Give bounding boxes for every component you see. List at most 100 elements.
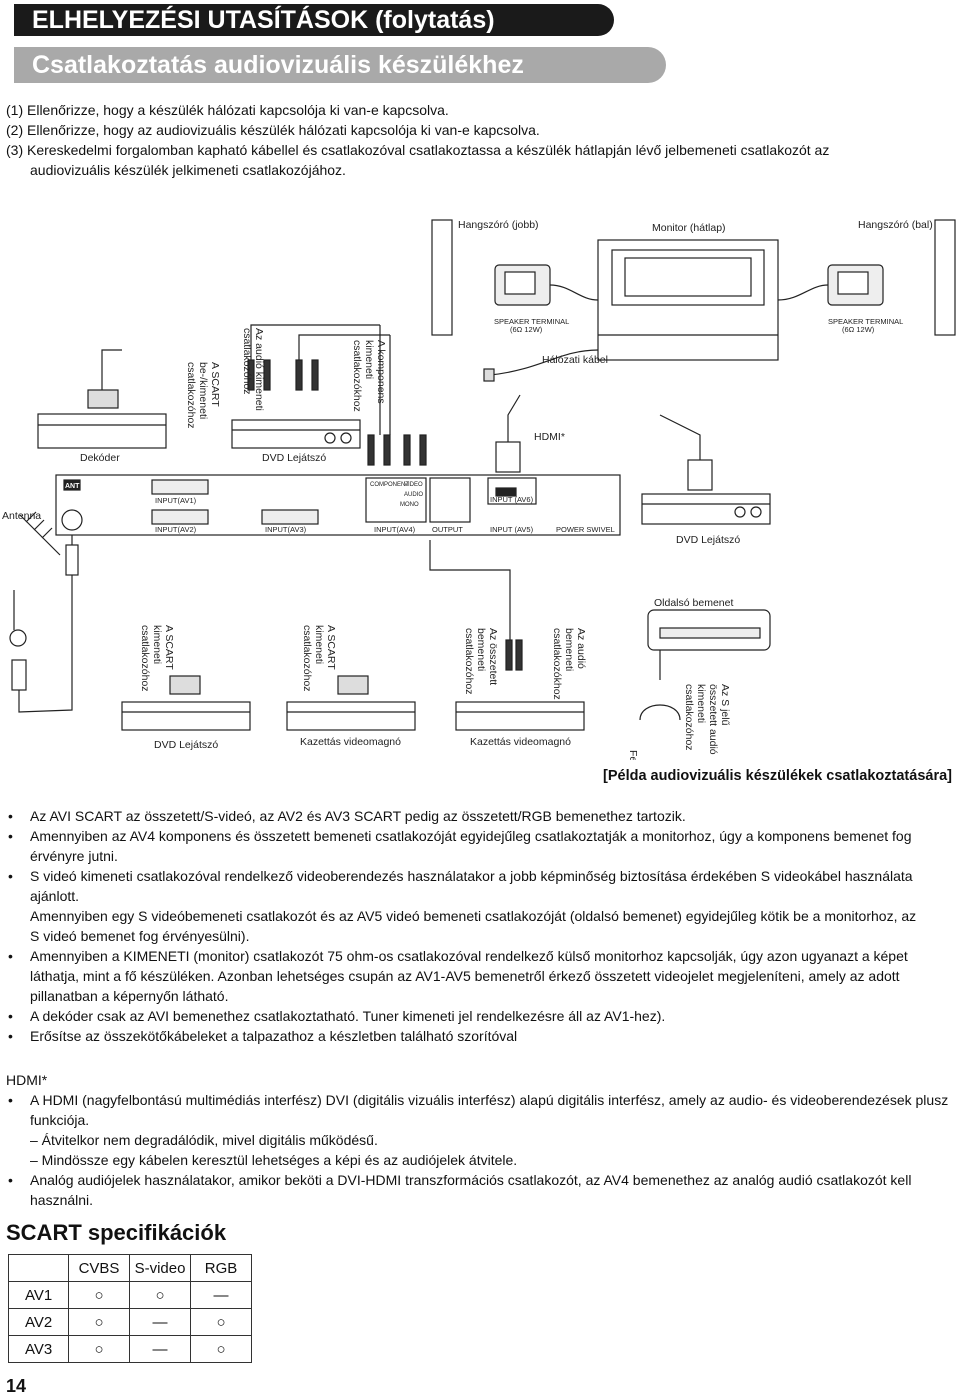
vcr-2 xyxy=(455,701,585,731)
table-header-cell xyxy=(8,1254,69,1282)
section-subtitle: Csatlakoztatás audiovizuális készülékhez xyxy=(14,47,666,83)
note-5: A dekóder csak az AVI bemenethez csatlak… xyxy=(6,1006,950,1026)
label-speaker-terminal-left: SPEAKER TERMINAL xyxy=(828,317,903,326)
table-header-cell: RGB xyxy=(190,1254,252,1282)
section-title: ELHELYEZÉSI UTASÍTÁSOK (folytatás) xyxy=(14,4,614,36)
label-scart-out-2-2: kimeneti xyxy=(313,625,325,664)
label-scart-out-1-3: csatlakozóhoz xyxy=(139,625,151,692)
label-hdmi: HDMI* xyxy=(534,431,565,443)
label-scart-out-2-3: csatlakozóhoz xyxy=(301,625,313,692)
label-scart-out-1-2: kimeneti xyxy=(151,625,163,664)
step-3-cont: audiovizuális készülék jelkimeneti csatl… xyxy=(30,162,346,178)
label-audio-in-3: csatlakozókhoz xyxy=(551,628,563,700)
note-3-extra: Amennyiben egy S videóbemeneti csatlakoz… xyxy=(30,908,917,924)
label-mono: MONO xyxy=(400,502,419,508)
label-input-av4: INPUT(AV4) xyxy=(374,525,416,534)
dvd-player-top xyxy=(231,419,361,449)
hdmi-sub-2: – Mindössze egy kábelen keresztül lehets… xyxy=(30,1152,518,1168)
speaker-left xyxy=(934,219,956,336)
diagram-caption: [Példa audiovizuális készülékek csatlako… xyxy=(603,768,952,784)
decoder-device xyxy=(37,413,167,449)
label-composite-in-3: csatlakozóhoz xyxy=(463,628,475,695)
hdmi-sub-1: – Átvitelkor nem degradálódik, mivel dig… xyxy=(30,1132,378,1148)
dvd-player-bottom xyxy=(121,701,251,731)
scart-spec-table: CVBS S-video RGB AV1 ○ ○ — AV2 ○ — ○ AV3… xyxy=(8,1254,252,1363)
note-2-cont: érvényre jutni. xyxy=(30,848,118,864)
label-headphone: Fejhallgató xyxy=(627,750,639,760)
table-cell: — xyxy=(129,1308,191,1336)
table-cell: — xyxy=(129,1335,191,1363)
label-input-av5: INPUT (AV5) xyxy=(490,525,534,534)
av6-hdmi-port xyxy=(495,487,517,497)
label-component: COMPONENT xyxy=(370,482,409,488)
label-component-out-3: csatlakozókhoz xyxy=(351,340,363,412)
label-audio-out-2: csatlakozóhoz xyxy=(241,328,253,395)
label-dvd-top: DVD Lejátszó xyxy=(262,452,326,464)
instruction-steps: (1) Ellenőrizze, hogy a készülék hálózat… xyxy=(6,100,946,180)
table-cell: ○ xyxy=(190,1335,252,1363)
connection-diagram: Hangszóró (jobb) Monitor (hátlap) Hangsz… xyxy=(2,219,956,760)
table-cell: ○ xyxy=(68,1335,130,1363)
label-audio-in-1: Az audió xyxy=(575,628,587,669)
table-row: AV2 ○ — ○ xyxy=(8,1308,252,1336)
table-row: AV3 ○ — ○ xyxy=(8,1335,252,1363)
label-dvd-bottom: DVD Lejátszó xyxy=(154,739,218,751)
label-vcr-1: Kazettás videomagnó xyxy=(300,736,401,748)
note-4-cont: láthatja, mint a fő készüléken. Azonban … xyxy=(30,968,900,984)
label-s-out-2: összetett audió xyxy=(707,684,719,755)
label-monitor-back: Monitor (hátlap) xyxy=(652,222,726,234)
label-audio-in-2: bemeneti xyxy=(563,628,575,671)
table-cell: AV3 xyxy=(8,1335,69,1363)
label-speaker-ohm-left: (6Ω 12W) xyxy=(842,325,875,334)
step-1: (1) Ellenőrizze, hogy a készülék hálózat… xyxy=(6,102,449,118)
label-scart-out-2-1: A SCART xyxy=(325,625,337,670)
hdmi-note-2: Analóg audiójelek használatakor, amikor … xyxy=(6,1170,950,1190)
label-ant: ANT xyxy=(65,483,80,490)
label-input-av3: INPUT(AV3) xyxy=(265,525,307,534)
label-scart-io-2: be-/kimeneti xyxy=(197,362,209,419)
table-cell: ○ xyxy=(129,1281,191,1309)
speaker-right xyxy=(431,219,453,336)
table-cell: ○ xyxy=(190,1308,252,1336)
vcr-1 xyxy=(286,701,416,731)
note-4: Amennyiben a KIMENETI (monitor) csatlako… xyxy=(6,946,950,966)
table-header-cell: S-video xyxy=(129,1254,191,1282)
table-header-cell: CVBS xyxy=(68,1254,130,1282)
label-input-av6: INPUT (AV6) xyxy=(490,495,534,504)
label-audio-out-1: Az audió kimeneti xyxy=(253,328,265,411)
note-1: Az AVI SCART az összetett/S-videó, az AV… xyxy=(6,806,950,826)
hdmi-note-1-cont: funkciója. xyxy=(30,1112,90,1128)
step-2: (2) Ellenőrizze, hogy az audiovizuális k… xyxy=(6,122,540,138)
label-input-av2: INPUT(AV2) xyxy=(155,525,197,534)
label-composite-in-1: Az összetett xyxy=(487,628,499,685)
table-header-row: CVBS S-video RGB xyxy=(8,1254,252,1282)
hdmi-title: HDMI* xyxy=(6,1072,48,1088)
label-power-swivel: POWER SWIVEL xyxy=(556,525,615,534)
label-vcr-2: Kazettás videomagnó xyxy=(470,736,571,748)
label-antenna: Antenna xyxy=(2,510,41,522)
label-component-out-2: kimeneti xyxy=(363,340,375,379)
label-scart-io-1: A SCART xyxy=(209,362,221,407)
label-audio: AUDIO xyxy=(404,492,423,498)
label-speaker-right: Hangszóró (jobb) xyxy=(458,219,539,231)
label-side-input: Oldalsó bemenet xyxy=(654,597,733,609)
label-power-cable: Hálózati kábel xyxy=(542,354,608,366)
table-cell: ○ xyxy=(68,1281,130,1309)
label-video: VIDEO xyxy=(404,482,423,488)
label-s-out-3: kimeneti xyxy=(695,684,707,723)
note-2: Amennyiben az AV4 komponens és összetett… xyxy=(6,826,950,846)
label-scart-io-3: csatlakozóhoz xyxy=(185,362,197,429)
notes-list: Az AVI SCART az összetett/S-videó, az AV… xyxy=(6,806,950,1046)
label-input-av1: INPUT(AV1) xyxy=(155,496,197,505)
label-output: OUTPUT xyxy=(432,525,463,534)
label-speaker-terminal-right: SPEAKER TERMINAL xyxy=(494,317,569,326)
label-speaker-ohm-right: (6Ω 12W) xyxy=(510,325,543,334)
hdmi-note-1: A HDMI (nagyfelbontású multimédiás inter… xyxy=(6,1090,950,1110)
note-3-cont: ajánlott. xyxy=(30,888,80,904)
step-3: (3) Kereskedelmi forgalomban kapható káb… xyxy=(6,142,830,158)
hdmi-note-2-cont: használni. xyxy=(30,1192,94,1208)
table-cell: ○ xyxy=(68,1308,130,1336)
label-speaker-left: Hangszóró (bal) xyxy=(858,219,933,231)
label-composite-in-2: bemeneti xyxy=(475,628,487,671)
table-cell: AV1 xyxy=(8,1281,69,1309)
